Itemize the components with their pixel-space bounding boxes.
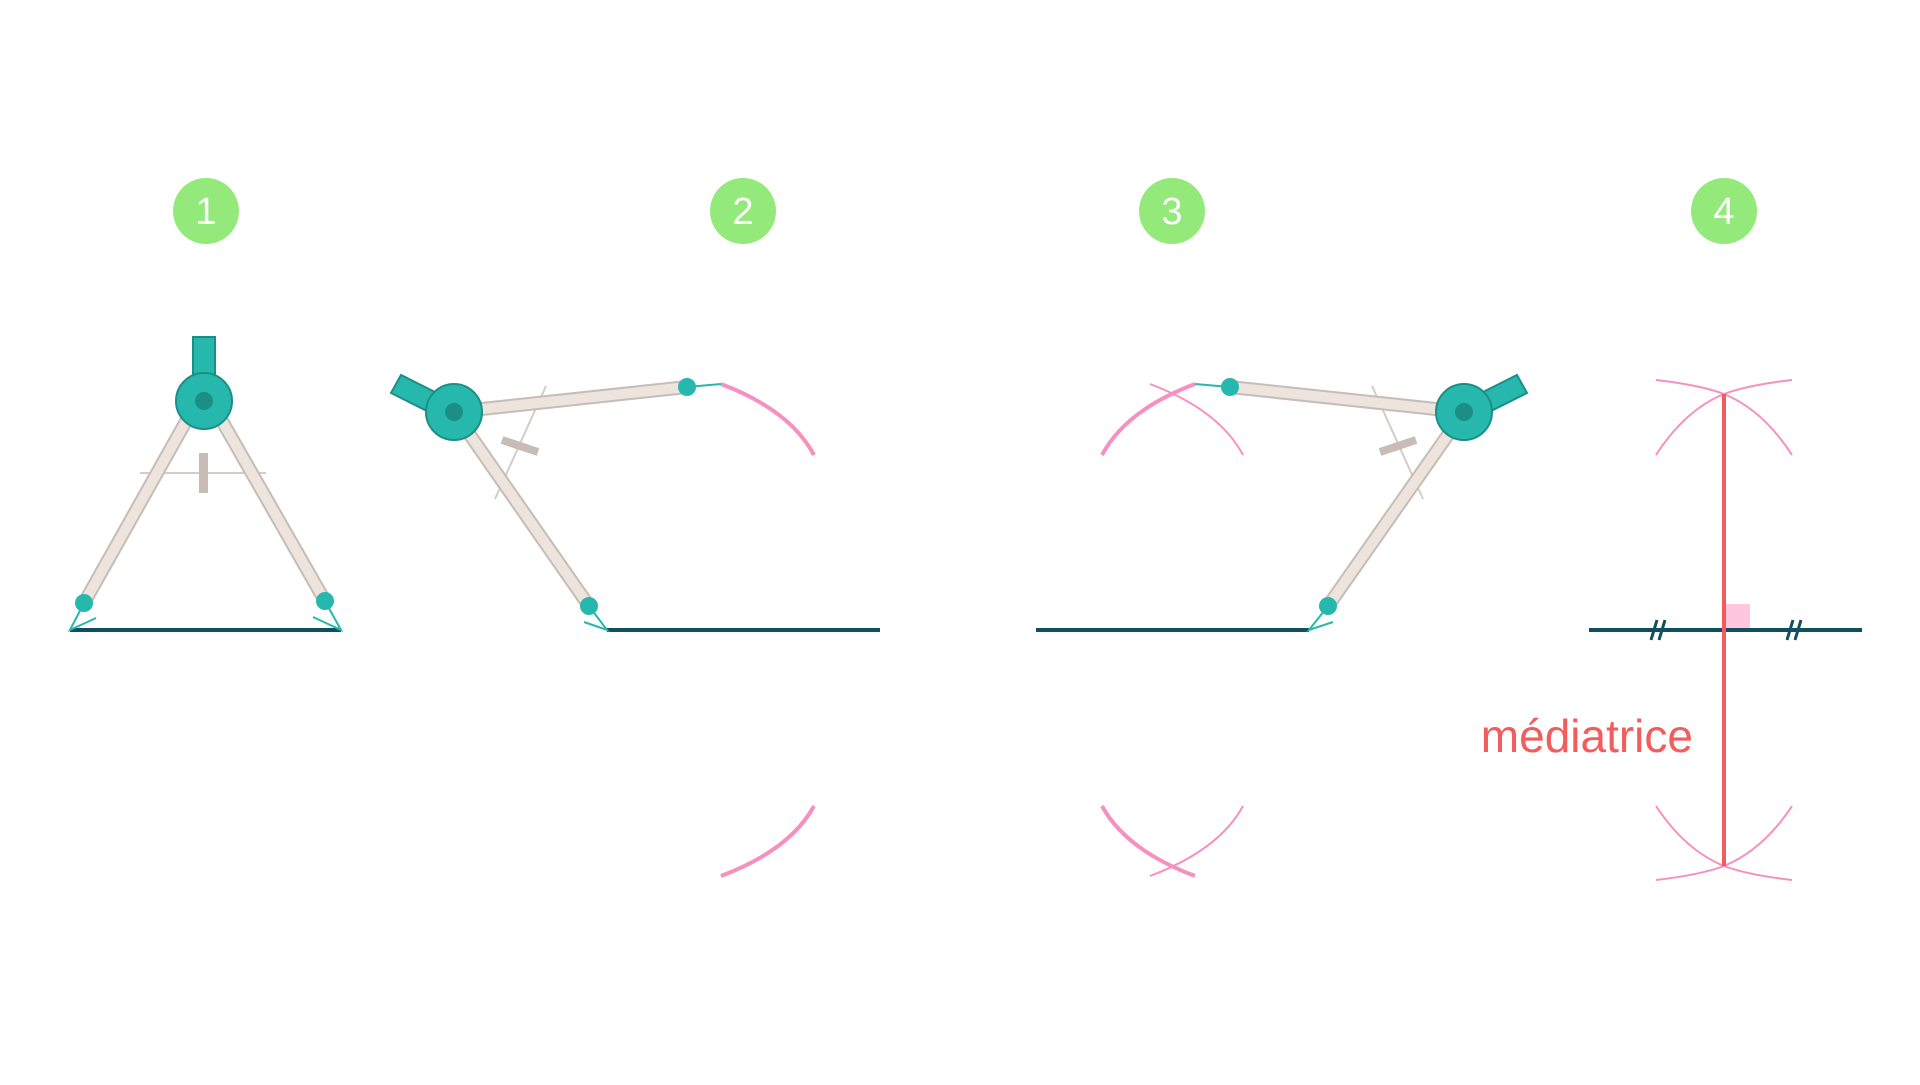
equal-marks-right <box>1785 619 1803 641</box>
equal-marks-left <box>1649 619 1667 641</box>
compass-icon <box>67 336 344 633</box>
arc-top-right-tail <box>1723 379 1793 395</box>
compass-icon <box>1194 373 1529 633</box>
step-2-badge: 2 <box>710 178 776 244</box>
step-1-panel <box>67 336 344 633</box>
compass-icon <box>389 373 722 633</box>
step-3-number: 3 <box>1161 191 1182 233</box>
step-1-badge: 1 <box>173 178 239 244</box>
arc-bottom <box>1100 805 1196 878</box>
step-2-panel <box>389 373 880 878</box>
step-4-badge: 4 <box>1691 178 1757 244</box>
step-4-panel: médiatrice <box>1481 379 1862 881</box>
step-3-panel <box>1036 373 1529 878</box>
arc-bottom <box>720 805 816 878</box>
step-4-number: 4 <box>1713 191 1734 233</box>
arc-top-left-tail <box>1655 379 1725 395</box>
right-angle-marker <box>1726 604 1750 628</box>
arc-top-previous <box>1149 383 1244 456</box>
step-3-badge: 3 <box>1139 178 1205 244</box>
perpendicular-bisector-label: médiatrice <box>1481 710 1693 762</box>
step-2-number: 2 <box>732 191 753 233</box>
arc-bottom-previous <box>1149 805 1244 877</box>
arc-bottom-left-tail <box>1655 865 1725 881</box>
arc-top <box>720 382 816 456</box>
step-1-number: 1 <box>195 191 216 233</box>
arc-bottom-right-tail <box>1723 865 1793 881</box>
arc-top <box>1100 382 1196 456</box>
